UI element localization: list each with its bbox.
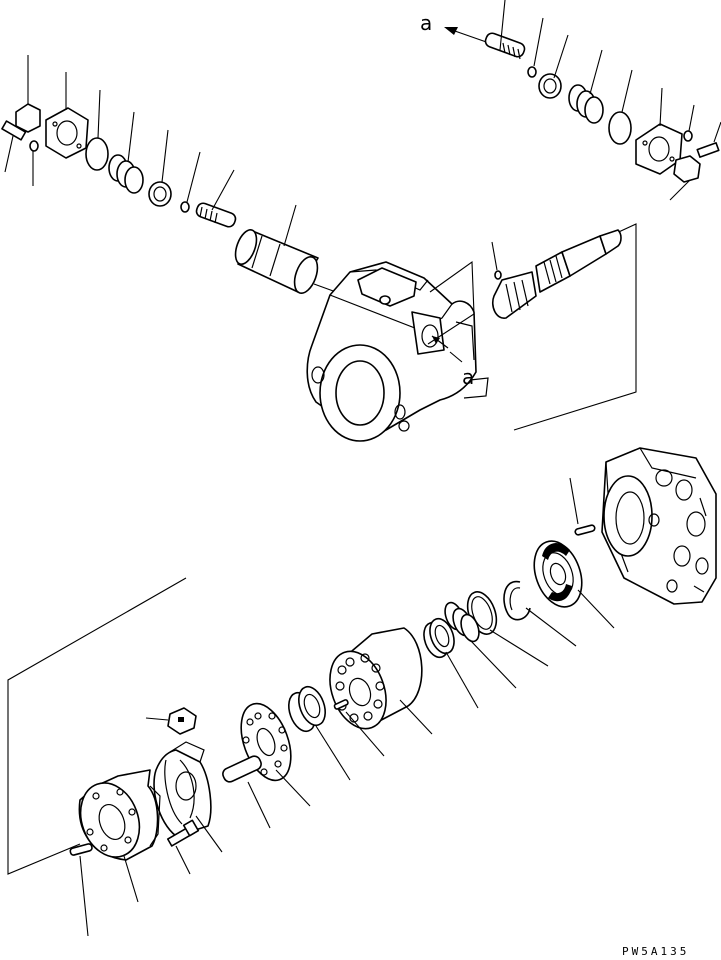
guide-pin xyxy=(222,755,271,829)
callout-a-top: a xyxy=(420,11,432,35)
bolt-left xyxy=(1,120,27,173)
o-ring-top xyxy=(608,69,633,145)
seal-rings-top xyxy=(568,49,604,124)
nut-left xyxy=(15,55,41,133)
end-cover xyxy=(601,447,717,605)
bearing-ring xyxy=(423,617,479,709)
bushing-left xyxy=(148,129,172,207)
cradle-housing xyxy=(78,769,161,903)
small-pin-center xyxy=(333,699,385,757)
nut-top xyxy=(669,155,701,201)
pin-shaft-left xyxy=(195,169,237,228)
snap-ring xyxy=(503,580,577,647)
drive-shaft xyxy=(491,229,622,319)
seal-rings-left xyxy=(108,111,144,194)
slide-block xyxy=(145,707,197,735)
reference-bracket-lower xyxy=(7,577,187,875)
small-ring-left xyxy=(180,151,201,213)
cylinder-block xyxy=(329,627,433,735)
swash-plate xyxy=(153,741,223,853)
arrow-a-top: a xyxy=(420,11,493,45)
valve-plate xyxy=(533,540,615,629)
o-ring-left xyxy=(85,89,109,171)
bolt-top xyxy=(696,121,721,158)
spherical-bushing xyxy=(288,685,351,781)
spring-set xyxy=(444,601,517,689)
sleeve xyxy=(234,204,337,294)
cap-screw xyxy=(166,819,200,875)
drawing-code: PW5A135 xyxy=(622,945,689,958)
washer-top xyxy=(683,104,695,142)
dowel-pin-lower xyxy=(69,843,93,937)
flange-cover-top xyxy=(635,87,683,175)
dowel-pin-upper xyxy=(569,477,596,536)
flange-cover-left xyxy=(45,72,89,159)
small-ring-top xyxy=(527,17,544,78)
bushing-top xyxy=(538,34,569,99)
callout-a-housing: a xyxy=(462,365,474,389)
reference-bracket-upper xyxy=(427,223,637,431)
pin-shaft-top xyxy=(484,0,526,60)
washer-left xyxy=(29,140,39,186)
pump-housing: a xyxy=(306,261,489,442)
